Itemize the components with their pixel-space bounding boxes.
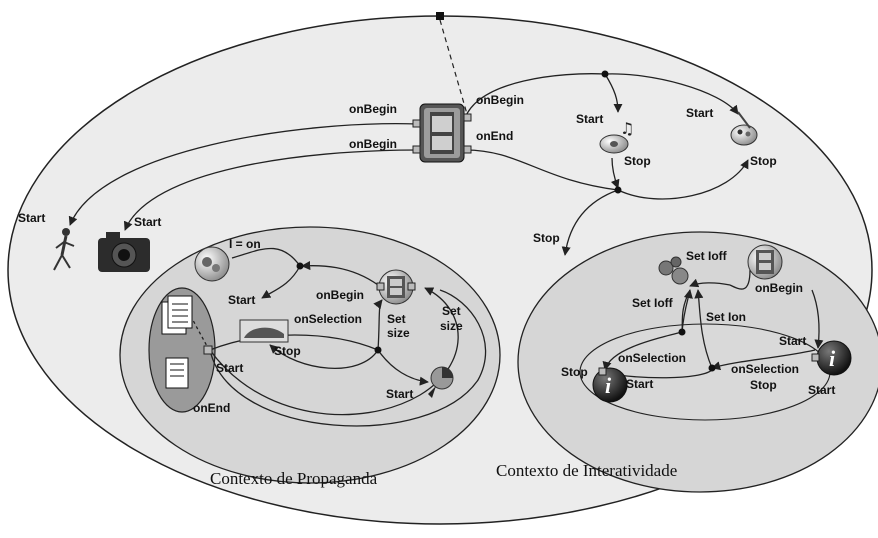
- label: onBegin: [316, 288, 364, 302]
- svg-text:i: i: [605, 373, 612, 398]
- runner-icon: [53, 228, 75, 271]
- label: Stop: [274, 344, 301, 358]
- label: onSelection: [618, 351, 686, 365]
- label: onBegin: [349, 102, 397, 116]
- label: Stop: [533, 231, 560, 245]
- label: onSelection: [731, 362, 799, 376]
- camera-icon: [98, 232, 150, 272]
- label: Stop: [750, 378, 777, 392]
- label: Set Ion: [706, 310, 746, 324]
- label: onSelection: [294, 312, 362, 326]
- svg-text:i: i: [829, 346, 836, 371]
- label: Set: [442, 304, 461, 318]
- label: Start: [576, 112, 603, 126]
- label: size: [387, 326, 410, 340]
- label: Start: [386, 387, 413, 401]
- label: Stop: [624, 154, 651, 168]
- top-anchor: [436, 12, 444, 20]
- label: onBegin: [349, 137, 397, 151]
- label: Start: [779, 334, 806, 348]
- info-icon: i: [592, 367, 628, 403]
- document-icon: [165, 357, 189, 389]
- label: onEnd: [476, 129, 513, 143]
- label: Set Ioff: [686, 249, 728, 263]
- label: Stop: [561, 365, 588, 379]
- audio-icon: ♫: [599, 119, 634, 154]
- label: size: [440, 319, 463, 333]
- context-title-interatividade: Contexto de Interatividade: [496, 461, 677, 480]
- gears-icon: [658, 256, 689, 285]
- label: Start: [134, 215, 161, 229]
- label: Stop: [750, 154, 777, 168]
- label: Start: [686, 106, 713, 120]
- label: onBegin: [755, 281, 803, 295]
- document-icon: [161, 295, 193, 335]
- label: Start: [18, 211, 45, 225]
- label: onBegin: [476, 93, 524, 107]
- svg-text:♫: ♫: [620, 119, 634, 138]
- car-icon: [239, 319, 289, 343]
- label: Start: [228, 293, 255, 307]
- label: Start: [808, 383, 835, 397]
- dashed-link: [439, 19, 468, 115]
- label: I = on: [229, 237, 261, 251]
- label: Start: [626, 377, 653, 391]
- video-icon: [747, 244, 783, 280]
- label: Set Ioff: [632, 296, 674, 310]
- gears-icon: [194, 246, 230, 282]
- video-icon: [378, 269, 414, 305]
- paint-icon: [730, 111, 758, 146]
- pie-icon: [428, 366, 454, 398]
- label: onEnd: [193, 401, 230, 415]
- video-icon: [419, 103, 465, 163]
- info-icon: i: [816, 340, 852, 376]
- label: Set: [387, 312, 406, 326]
- label: Start: [216, 361, 243, 375]
- context-title-propaganda: Contexto de Propaganda: [210, 469, 378, 488]
